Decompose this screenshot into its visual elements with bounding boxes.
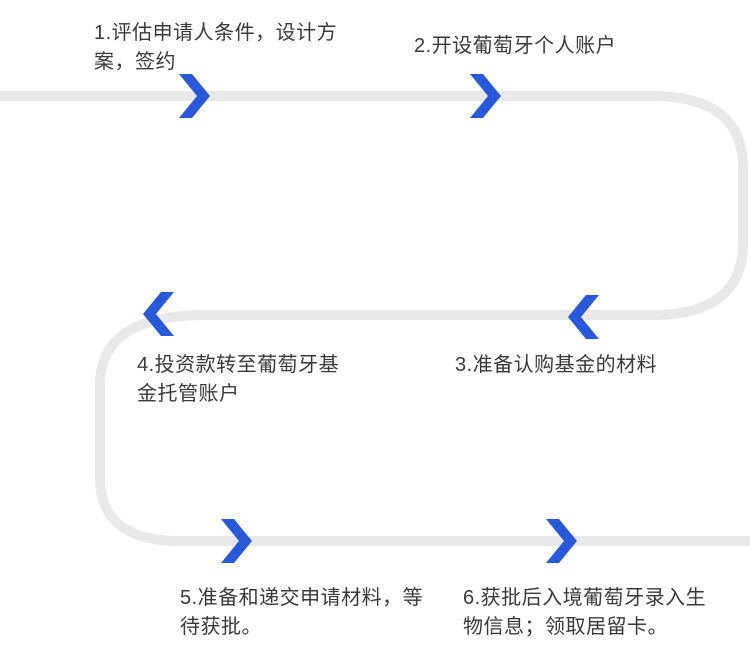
arrow-right-icon: [179, 74, 211, 118]
step-3-label: 3.准备认购基金的材料: [455, 354, 658, 376]
step-1-label: 1.评估申请人条件，设计方 案，签约: [94, 22, 338, 73]
arrow-left-icon: [567, 295, 599, 339]
step-6-label: 6.获批后入境葡萄牙录入生 物信息；领取居留卡。: [463, 587, 707, 638]
flow-path-line: [0, 91, 750, 546]
arrow-right-icon: [546, 519, 578, 563]
arrow-right-icon: [470, 74, 502, 118]
step-5-label: 5.准备和递交申请材料，等 待获批。: [180, 587, 424, 638]
arrow-left-icon: [142, 292, 174, 336]
arrow-right-icon: [221, 519, 253, 563]
step-2-label: 2.开设葡萄牙个人账户: [414, 35, 617, 57]
step-4-label: 4.投资款转至葡萄牙基 金托管账户: [137, 354, 340, 405]
